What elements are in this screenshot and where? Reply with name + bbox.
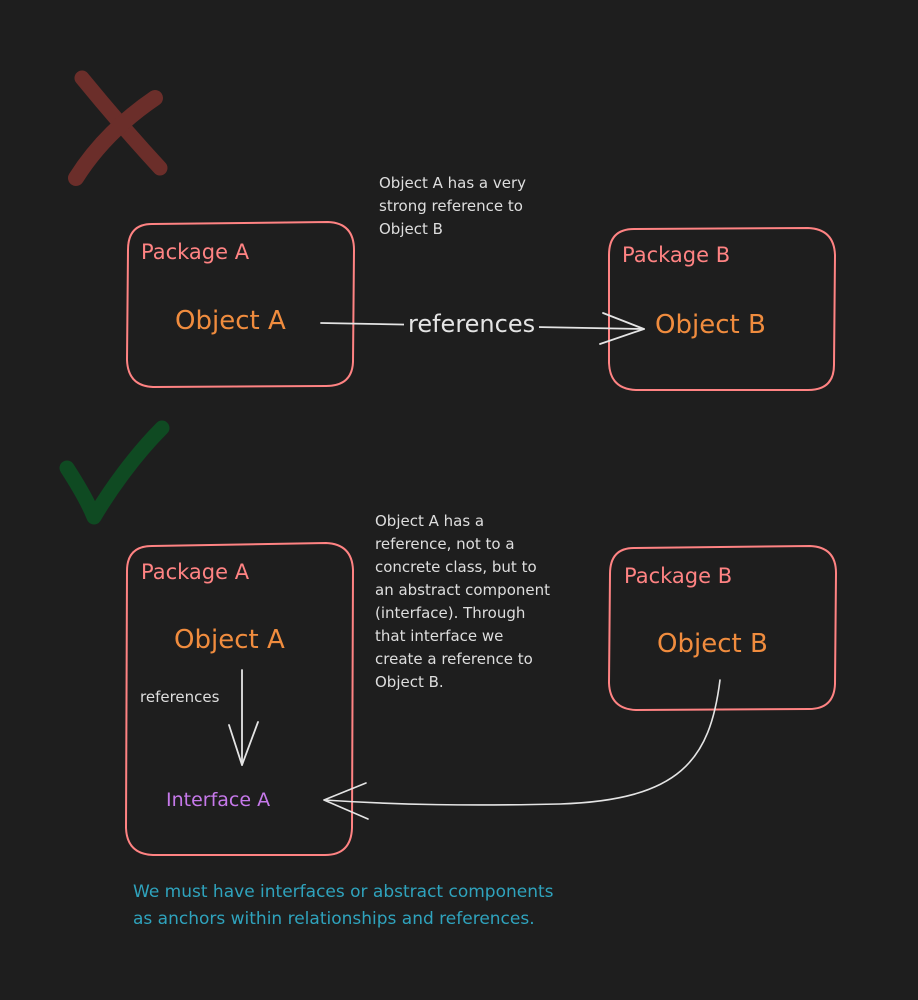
bottom-note-line: Object B. — [375, 673, 444, 691]
bottom-edge-label: references — [140, 688, 220, 706]
bottom-note: Object A has a reference, not to a concr… — [375, 510, 595, 694]
bottom-object-b-label: Object B — [657, 629, 768, 659]
bottom-note-line: (interface). Through — [375, 604, 526, 622]
top-package-b-label: Package B — [622, 243, 731, 267]
bottom-package-b-label: Package B — [624, 564, 733, 588]
footer-note: We must have interfaces or abstract comp… — [133, 879, 693, 933]
implementation-arrow — [323, 679, 721, 806]
top-reference-arrowhead — [599, 312, 645, 345]
bottom-note-line: an abstract component — [375, 581, 550, 599]
bottom-reference-arrowhead — [228, 721, 259, 766]
footer-line: We must have interfaces or abstract comp… — [133, 882, 554, 902]
top-object-a-label: Object A — [175, 306, 286, 336]
top-note: Object A has a very strong reference to … — [379, 172, 579, 241]
implementation-arrowhead — [323, 782, 369, 820]
bottom-package-a-box — [125, 542, 354, 856]
bottom-interface-a-label: Interface A — [166, 789, 271, 811]
bottom-note-line: create a reference to — [375, 650, 533, 668]
top-package-b-box — [608, 227, 836, 391]
bottom-object-a-label: Object A — [174, 625, 285, 655]
top-note-line: Object A has a very — [379, 174, 527, 192]
top-package-a-box — [126, 221, 355, 388]
footer-line: as anchors within relationships and refe… — [133, 909, 535, 929]
top-package-a-label: Package A — [141, 240, 250, 264]
bottom-note-line: reference, not to a — [375, 535, 515, 553]
bottom-note-line: that interface we — [375, 627, 504, 645]
bottom-package-a-label: Package A — [141, 560, 250, 584]
top-object-b-label: Object B — [655, 310, 766, 340]
top-note-line: strong reference to — [379, 197, 523, 215]
top-note-line: Object B — [379, 220, 443, 238]
bottom-package-b-box — [608, 545, 837, 711]
bottom-note-line: Object A has a — [375, 512, 485, 530]
top-edge-label: references — [404, 310, 540, 338]
check-mark-icon — [59, 420, 170, 525]
bottom-note-line: concrete class, but to — [375, 558, 537, 576]
cross-mark-icon — [68, 70, 168, 186]
